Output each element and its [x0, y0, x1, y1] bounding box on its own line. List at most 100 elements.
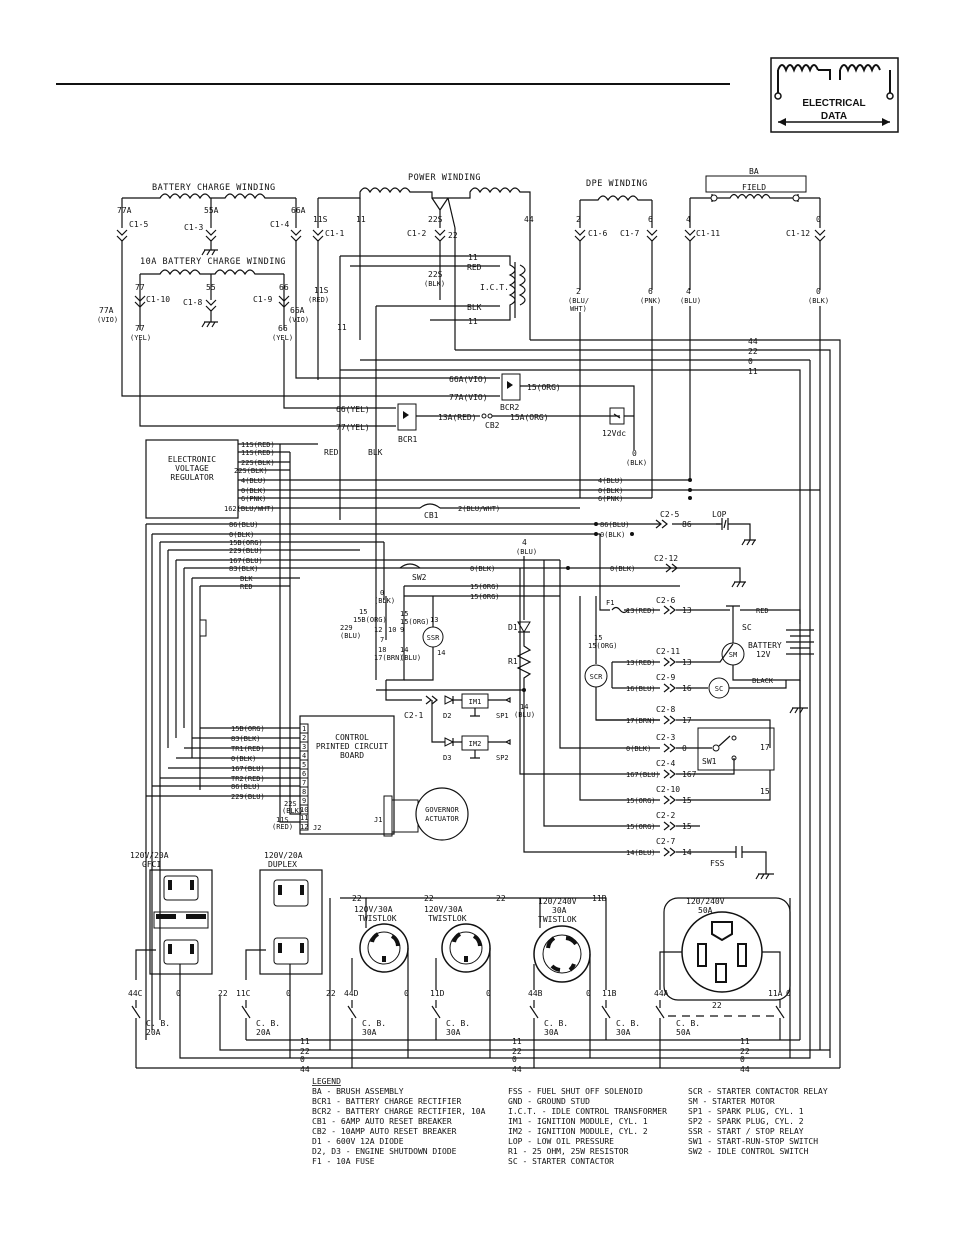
ict-wire-red: RED	[467, 263, 482, 272]
outlet-twistlok2-l1: 120V/30A	[424, 905, 463, 914]
harness-86: 86(BLU)	[229, 521, 259, 529]
legend-c3-3: SP2 - SPARK PLUG, CYL. 2	[688, 1117, 804, 1126]
bcr2-wire-15: 15(ORG)	[527, 383, 561, 392]
tw-11b: 11B	[592, 894, 607, 903]
outlet-50a-l1: 120/240V	[686, 897, 725, 906]
c2-7-14: 14	[682, 848, 692, 857]
scr-wire-15-org: 15(ORG)	[588, 642, 618, 650]
conn-c2-11: C2-11	[656, 647, 680, 656]
legend: LEGEND BA - BRUSH ASSEMBLY BCR1 - BATTER…	[312, 1077, 828, 1166]
harness-0: 0(BLK)	[229, 531, 254, 539]
conn-c2-9: C2-9	[656, 673, 675, 682]
field-wire-0-lower: 0	[816, 287, 821, 296]
conn-c2-2: C2-2	[656, 811, 675, 820]
outlet-twistlok-2: 120V/30A TWISTLOK	[366, 897, 541, 990]
bottom-11-b: 11	[512, 1037, 522, 1046]
ssr-pins-10: 10	[388, 626, 396, 634]
ict-transformer: 11 RED BLK 11 I.C.T.	[339, 253, 526, 600]
wire-77a-vio: (VIO)	[97, 316, 118, 324]
evr-wire-22s-2: 22S(BLK)	[234, 467, 268, 475]
pcb-wire-8: 86(BLU)	[231, 783, 261, 791]
output-bus-bottom: 11 22 0 44 11 22 0 44 11 22 0 44	[136, 360, 840, 1074]
ssr-15b-org: 15B(ORG)	[353, 616, 387, 624]
ignition-modules: C2-1 D2 IM1 SP1 D3 IM2 SP2	[385, 680, 511, 762]
pin-7: 7	[302, 779, 306, 787]
bottom-0-b: 0	[512, 1055, 517, 1064]
out-0-e: 0	[586, 989, 591, 998]
c2-9-wire-16: 16	[682, 684, 692, 693]
harness-right-0: 0(BLK)	[600, 531, 625, 539]
bottom-22: 22	[300, 1047, 310, 1056]
c2-3-wire: 0(BLK)	[626, 745, 651, 753]
pcb-wire-11s-red: (RED)	[272, 823, 293, 831]
fss-label: FSS	[710, 859, 725, 868]
im1-label: IM1	[469, 698, 482, 706]
red-label: RED	[324, 448, 339, 457]
bottom-44-b: 44	[512, 1065, 522, 1074]
pcb-wire-3: TR1(RED)	[231, 745, 265, 753]
legend-col2: FSS - FUEL SHUT OFF SOLENOID GND - GROUN…	[508, 1087, 667, 1166]
out-44d: 44D	[344, 989, 359, 998]
evr-label-1: ELECTRONIC	[168, 455, 216, 464]
d2-label: D2	[443, 712, 451, 720]
c2-10-wire: 15(ORG)	[626, 797, 656, 805]
sp2-label: SP2	[496, 754, 509, 762]
legend-c2-1: GND - GROUND STUD	[508, 1097, 590, 1106]
conn-c2-10: C2-10	[656, 785, 680, 794]
control-pcb: CONTROL PRINTED CIRCUIT BOARD J2 1 2 3 4…	[146, 444, 395, 835]
out-44a: 44A	[654, 989, 669, 998]
legend-title: LEGEND	[312, 1077, 341, 1086]
legend-c3-6: SW2 - IDLE CONTROL SWITCH	[688, 1147, 809, 1156]
pin-9: 9	[302, 797, 306, 805]
out-0-f: 0	[786, 989, 791, 998]
legend-c1-6: D2, D3 - ENGINE SHUTDOWN DIODE	[312, 1147, 457, 1156]
dpe-wire-2: 2	[576, 215, 581, 224]
evr-wire-11s: 11S(RED)	[241, 441, 275, 449]
pin-1: 1	[302, 725, 306, 733]
cb-f-2: 30A	[616, 1028, 631, 1037]
outlets: 120V/20A GFCI 120V/20A DUPLEX 120V/30A T…	[128, 851, 791, 1010]
cb-c-1: C. B.	[362, 1019, 386, 1028]
harness-15b: 15B(ORG)	[229, 539, 263, 547]
cb-d-2: 30A	[446, 1028, 461, 1037]
outlet-twistlok1-l2: TWISTLOK	[358, 914, 397, 923]
out-44b: 44B	[528, 989, 543, 998]
outlet-twistlok3-l3: TWISTLOK	[538, 915, 577, 924]
dpe-wire-6: 6	[648, 215, 653, 224]
outlet-twistlok-1: 120V/30A TWISTLOK	[329, 897, 409, 990]
blk-label: BLK	[368, 448, 383, 457]
wire-11s-red: (RED)	[308, 296, 329, 304]
wire-66-yel: (YEL)	[272, 334, 293, 342]
conn-c2-12: C2-12	[654, 554, 678, 563]
c2-12-ground: C2-12 0(BLK)	[610, 554, 746, 588]
legend-c1-4: CB2 - 10AMP AUTO RESET BREAKER	[312, 1127, 457, 1136]
c2-4-wire: 167(BLU)	[626, 771, 660, 779]
c2-6-wire-13: 13	[682, 606, 692, 615]
ict-label: I.C.T.	[480, 283, 509, 292]
wire-11-left: 11	[337, 323, 347, 332]
pin-10: 10	[300, 806, 308, 814]
d3-label: D3	[443, 754, 451, 762]
legend-c1-7: F1 - 10A FUSE	[312, 1157, 375, 1166]
ssr-pins-12: 12	[374, 626, 382, 634]
pin-3: 3	[302, 743, 306, 751]
scr-wire-15: 15	[594, 634, 602, 642]
conn-c2-7: C2-7	[656, 837, 675, 846]
wire-22s: 22S	[428, 215, 443, 224]
evr-wire-0: 0(BLK)	[241, 487, 266, 495]
pin-2: 2	[302, 734, 306, 742]
outlet-twistlok2-l2: TWISTLOK	[428, 914, 467, 923]
electronic-voltage-regulator: ELECTRONIC VOLTAGE REGULATOR 11S(RED) 11…	[145, 439, 820, 520]
ssr-pin-13: 13	[430, 616, 438, 624]
dpe-winding-title: DPE WINDING	[586, 179, 648, 189]
tw-22-b: 22	[424, 894, 434, 903]
wire-55: 55	[206, 283, 216, 292]
c2-4-167: 167	[682, 770, 697, 779]
legend-c2-3: IM1 - IGNITION MODULE, CYL. 1	[508, 1117, 648, 1126]
conn-c2-4: C2-4	[656, 759, 675, 768]
power-winding: POWER WINDING 11S 11 22S 22 44 C1-1 C1-2…	[308, 173, 534, 380]
sw1-label: SW1	[702, 757, 717, 766]
c2-connectors: 17(BRN) C2-8 17 0(BLK) C2-3 0 SW1 17 167…	[519, 560, 775, 880]
conn-c2-8: C2-8	[656, 705, 675, 714]
starter-circuit: F1 13(RED) C2-6 13 RED SC SM BATTERY 12V…	[584, 534, 814, 721]
